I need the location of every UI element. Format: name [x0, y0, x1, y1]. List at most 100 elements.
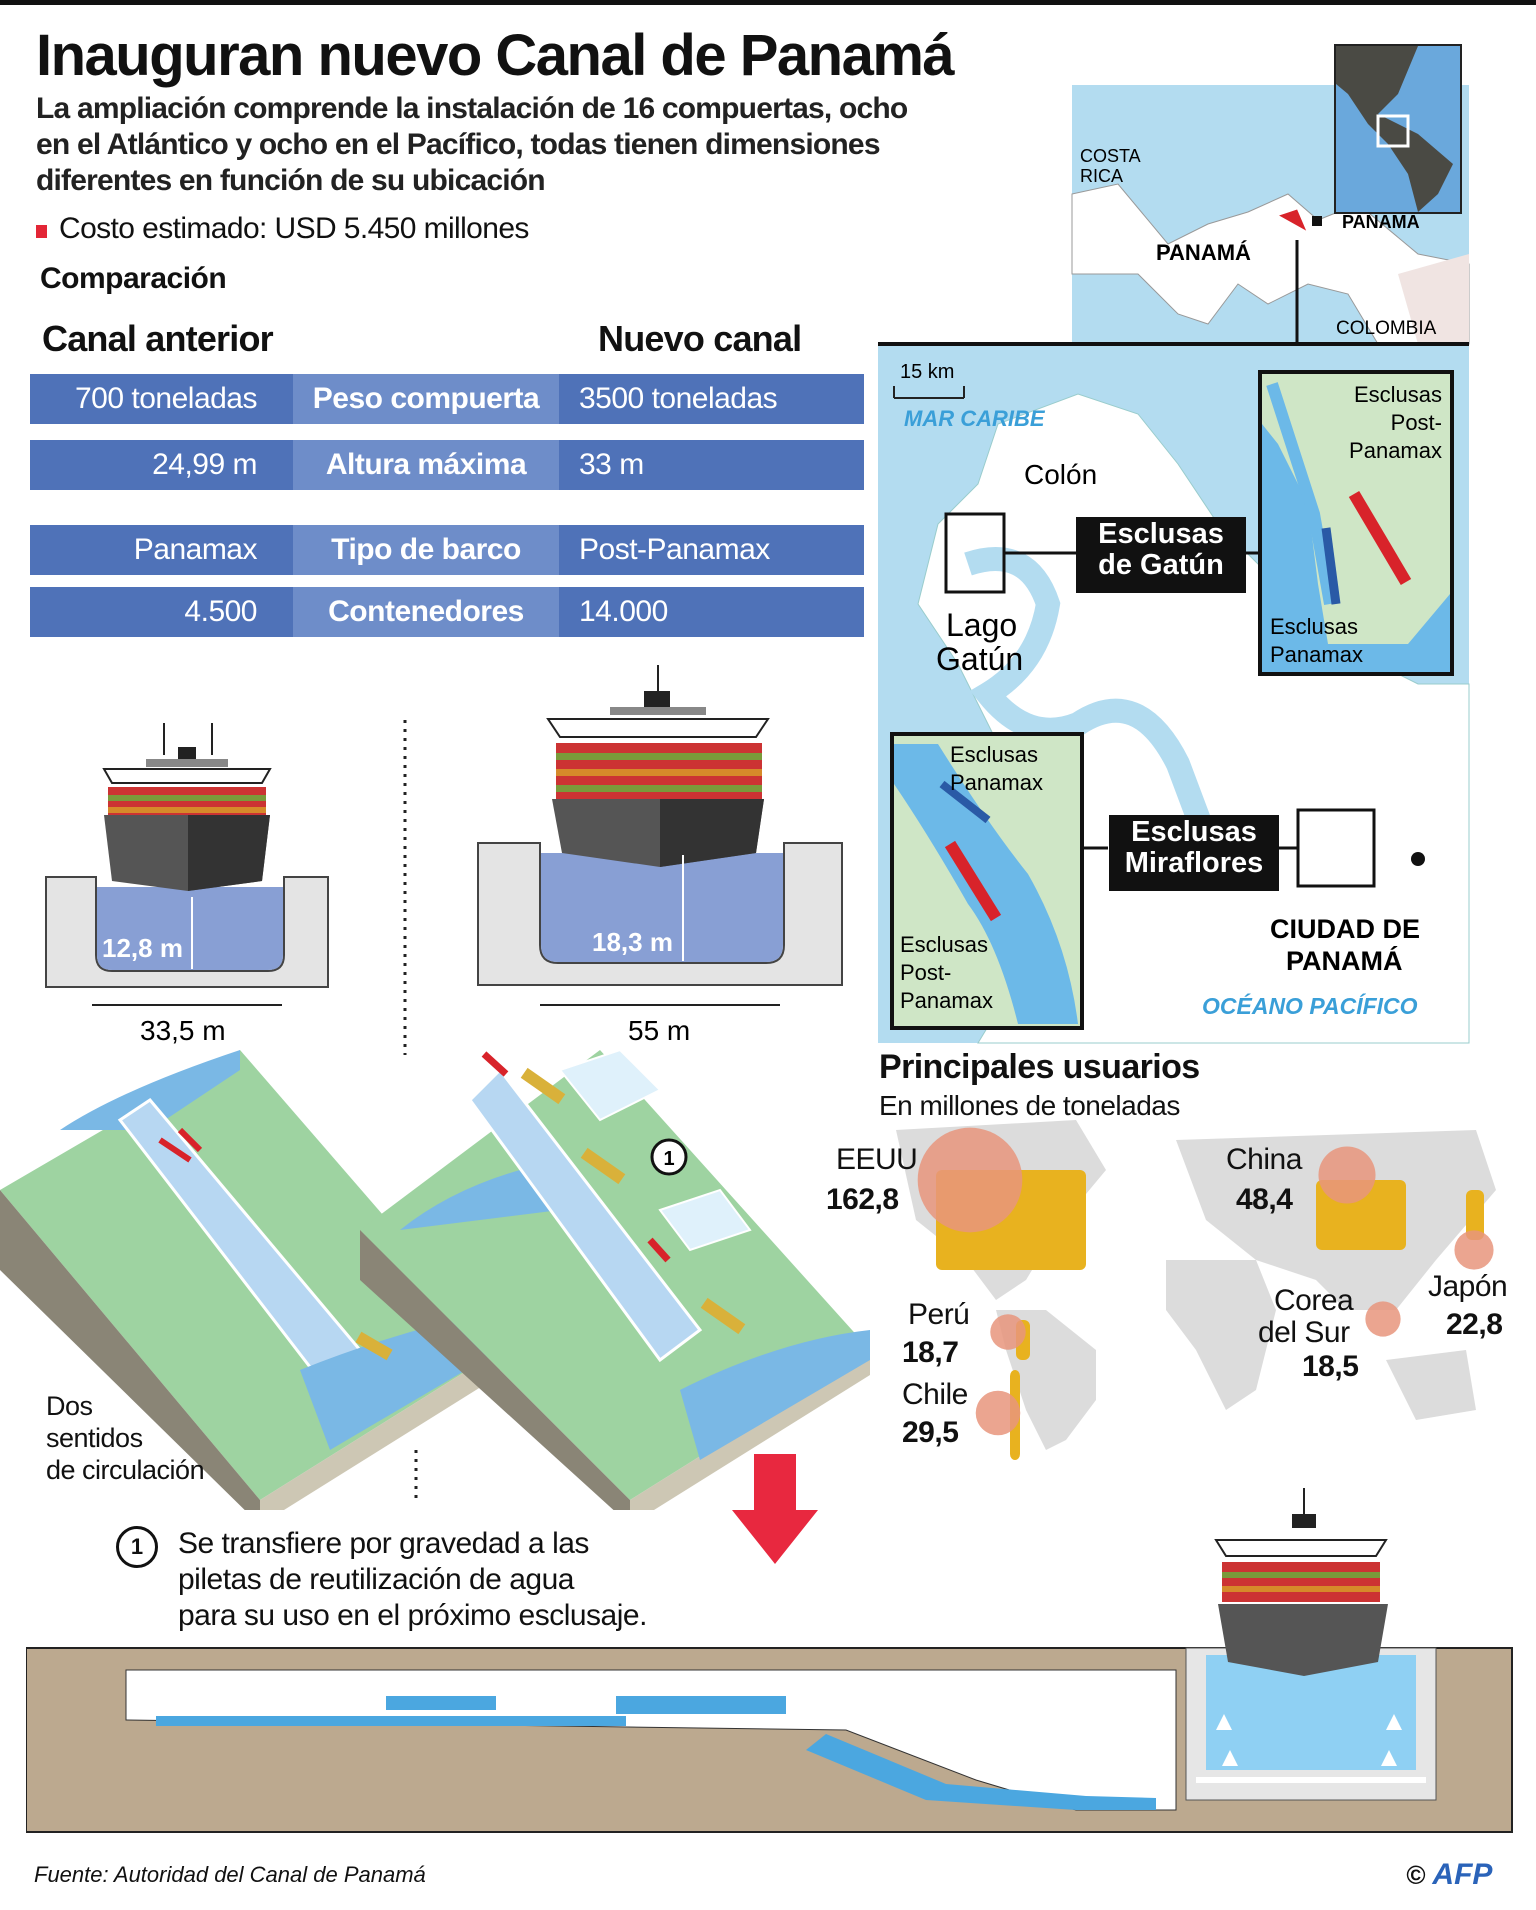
panama-canal-map: COSTA RICA PANAMÁ PANAMÁ COLOMBIA 15 km …: [878, 44, 1470, 1044]
source-note: Fuente: Autoridad del Canal de Panamá: [34, 1862, 426, 1887]
world-map: [896, 1120, 1496, 1460]
usage-bubble: [975, 1390, 1021, 1436]
ship-size-comparison: 12,8 m 33,5 m 18,3 m 55 m: [45, 665, 843, 1055]
old-value: 4.500: [30, 587, 293, 637]
country-value: 29,5: [902, 1416, 959, 1449]
users-subtitle: En millones de toneladas: [879, 1090, 1180, 1121]
note-number-badge: 1: [116, 1526, 158, 1568]
usage-bubble: [1454, 1230, 1494, 1270]
metric-label: Altura máxima: [293, 440, 559, 490]
post-panamax-label: Esclusas: [1354, 382, 1442, 407]
old-depth-label: 12,8 m: [102, 933, 183, 963]
red-down-arrow-icon: [732, 1454, 818, 1564]
marker-1-text: 1: [663, 1148, 674, 1170]
red-square-bullet-icon: [36, 225, 47, 238]
costa-rica-label: RICA: [1080, 166, 1123, 186]
country-value: 18,7: [902, 1336, 959, 1369]
new-value: 14.000: [559, 587, 864, 637]
lock-3d-diagram: 1: [0, 1048, 870, 1510]
callout-line: Esclusas: [1098, 518, 1224, 550]
costa-rica-label: COSTA: [1080, 146, 1141, 166]
ciudad-panama-label: PANAMÁ: [1286, 945, 1403, 976]
ship-icon: [580, 1147, 626, 1185]
new-depth-label: 18,3 m: [592, 927, 673, 957]
metric-label: Tipo de barco: [293, 525, 559, 575]
country-name: Japón: [1428, 1270, 1508, 1303]
post-panamax-label: Panamax: [900, 988, 993, 1013]
two-way-line: Dos: [46, 1391, 93, 1421]
country-name: China: [1226, 1143, 1302, 1176]
old-lock-chamber: [45, 876, 329, 988]
flow-arrows-icons: [1216, 1714, 1402, 1766]
metric-label: Contenedores: [293, 587, 559, 637]
new-canal-header: Nuevo canal: [598, 318, 802, 359]
afp-logo: AFP: [1432, 1858, 1493, 1891]
post-panamax-ship-icon: [546, 665, 770, 867]
region-inset-map: COSTA RICA PANAMÁ PANAMÁ COLOMBIA: [1071, 85, 1470, 345]
footnote-line: Se transfiere por gravedad a las: [178, 1527, 589, 1560]
ship-icon: [355, 1331, 393, 1361]
panamax-label: Panamax: [950, 770, 1043, 795]
country-name: Chile: [902, 1378, 968, 1411]
usage-bubble: [917, 1127, 1023, 1233]
new-value: 33 m: [559, 440, 864, 490]
post-panamax-label: Post-: [1391, 410, 1442, 435]
country-value: 22,8: [1446, 1308, 1503, 1341]
two-way-line: de circulación: [46, 1455, 205, 1485]
cost-text: Costo estimado: USD 5.450 millones: [59, 212, 529, 245]
post-panamax-ship-icon: [1214, 1488, 1388, 1676]
footnote-line: piletas de reutilización de agua: [178, 1563, 574, 1596]
footnote-line: para su uso en el próximo esclusaje.: [178, 1599, 647, 1632]
callout-line: Miraflores: [1124, 847, 1264, 879]
page-title: Inauguran nuevo Canal de Panamá: [36, 23, 955, 88]
country-value: 18,5: [1302, 1350, 1359, 1383]
panamax-label: Esclusas: [1270, 614, 1358, 639]
usage-bubble: [1318, 1146, 1376, 1204]
post-panamax-label: Post-: [900, 960, 951, 985]
lock-cross-section: [26, 1488, 1513, 1833]
globe-locator: [1334, 44, 1462, 214]
new-width-label: 55 m: [628, 1015, 690, 1046]
country-name: EEUU: [836, 1143, 918, 1176]
country-value: 48,4: [1236, 1183, 1293, 1216]
panamax-ship-icon: [102, 723, 272, 891]
subtitle-line: La ampliación comprende la instalación d…: [36, 92, 908, 125]
country-name: Corea: [1274, 1284, 1354, 1317]
top-rule: [0, 0, 1536, 5]
panamax-label: Panamax: [1270, 642, 1363, 667]
callout-line: Esclusas: [1131, 816, 1257, 848]
ciudad-panama-label: CIUDAD DE: [1270, 914, 1420, 944]
old-width-label: 33,5 m: [140, 1015, 226, 1046]
country-name: del Sur: [1258, 1316, 1350, 1349]
post-panamax-label: Panamax: [1349, 438, 1442, 463]
comparison-heading: Comparación: [40, 262, 227, 295]
ship-icon: [700, 1297, 746, 1335]
highlighted-country: [1466, 1190, 1484, 1240]
post-panamax-label: Esclusas: [900, 932, 988, 957]
subtitle-line: en el Atlántico y ocho en el Pacífico, t…: [36, 128, 881, 161]
copyright-symbol: ©: [1406, 1860, 1426, 1890]
lago-gatun-label: Lago: [946, 607, 1017, 643]
old-value: 700 toneladas: [30, 374, 293, 424]
usage-bubble: [1365, 1301, 1401, 1337]
colombia-label: COLOMBIA: [1336, 318, 1437, 339]
cost-line: Costo estimado: USD 5.450 millones: [36, 212, 529, 246]
new-value: 3500 toneladas: [559, 374, 864, 424]
callout-line: de Gatún: [1098, 549, 1224, 581]
subtitle-line: diferentes en función de su ubicación: [36, 164, 546, 197]
miraflores-locks-inset: Esclusas Panamax Esclusas Post- Panamax: [890, 732, 1084, 1030]
panama-city-small-label: PANAMÁ: [1342, 211, 1420, 232]
ship-icon: [520, 1067, 566, 1105]
credit: © AFP: [1406, 1858, 1492, 1892]
new-locks-block: 1: [360, 1048, 870, 1510]
metric-label: Peso compuerta: [293, 374, 559, 424]
marker-1: [650, 1138, 688, 1176]
